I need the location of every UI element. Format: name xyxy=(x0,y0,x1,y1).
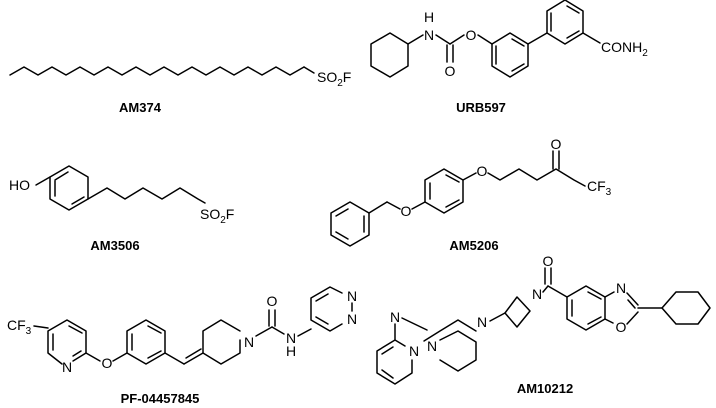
urb597-phenyl-ring xyxy=(491,32,529,78)
urb597-name: URB597 xyxy=(456,100,506,115)
pf04457845-nh-h: H xyxy=(286,343,296,359)
urb597-nh-h: H xyxy=(424,9,434,25)
urb597-ester-o: O xyxy=(466,27,477,43)
am3506-pentyl-chain xyxy=(87,187,206,204)
am3506-name: AM3506 xyxy=(90,238,139,253)
am3506-so2f-label: SO2F xyxy=(200,206,234,226)
am10212-azetidine-n: N xyxy=(532,286,542,302)
am10212-structure: N N N N N O N O AM10212 xyxy=(376,253,711,396)
pf04457845-structure: CF3 N O N O N H N N xyxy=(7,286,357,406)
pf04457845-pyridazine-n1: N xyxy=(347,288,357,304)
am374-structure: SO2F AM374 xyxy=(9,66,351,115)
am3506-structure: HO SO2F AM3506 xyxy=(9,165,234,253)
pf04457845-pyridine-n: N xyxy=(62,359,72,375)
am5206-butyl-chain xyxy=(487,168,586,187)
pf04457845-pyridazine-n2: N xyxy=(347,311,357,327)
am10212-piperazine-n2: N xyxy=(477,314,487,330)
am10212-pyrimidine-n1: N xyxy=(409,343,419,359)
am5206-ketone-o: O xyxy=(551,136,562,152)
am5206-structure: O O O CF3 AM5206 xyxy=(330,136,612,253)
am10212-pyrimidine-ring xyxy=(376,339,413,385)
urb597-cyclohexane-ring xyxy=(370,32,409,78)
pf04457845-nh-n: N xyxy=(286,330,296,346)
urb597-structure: H N O O CONH2 URB597 xyxy=(370,0,648,115)
am10212-carbonyl-o: O xyxy=(543,253,554,269)
am10212-pyrimidine-n2: N xyxy=(390,309,400,325)
am374-so2f-label: SO2F xyxy=(317,69,351,89)
am10212-oxazole-n: N xyxy=(616,280,626,296)
am10212-piperazine-n1: N xyxy=(427,338,437,354)
urb597-nh-n: N xyxy=(424,27,434,43)
pf04457845-piperidine-ring xyxy=(202,319,241,365)
pf04457845-urea-o: O xyxy=(267,293,278,309)
pf04457845-pyridazine-ring xyxy=(310,286,343,332)
am5206-cf3-label: CF3 xyxy=(587,178,612,198)
am374-alkyl-chain xyxy=(9,66,305,76)
pf04457845-phenyl-ring xyxy=(126,319,166,365)
am3506-ho-label: HO xyxy=(9,177,30,193)
pf04457845-name: PF-04457845 xyxy=(121,391,200,406)
am10212-name: AM10212 xyxy=(517,381,573,396)
am10212-azetidine-ring xyxy=(504,296,531,328)
am5206-name: AM5206 xyxy=(449,238,498,253)
pf04457845-piperidine-n: N xyxy=(244,334,254,350)
urb597-biphenyl-ring xyxy=(546,0,584,45)
am10212-oxazole-o: O xyxy=(616,319,627,335)
am10212-cyclohexane-ring xyxy=(661,291,711,325)
pf04457845-ether-o: O xyxy=(102,355,113,371)
am10212-piperazine-ring xyxy=(439,330,477,372)
urb597-conh2-label: CONH2 xyxy=(601,39,648,59)
urb597-carbonyl-o: O xyxy=(445,63,456,79)
am374-name: AM374 xyxy=(119,100,162,115)
am5206-ether-o: O xyxy=(477,163,488,179)
pf04457845-cf3-label: CF3 xyxy=(7,317,32,337)
am5206-benzyl-o: O xyxy=(401,203,412,219)
